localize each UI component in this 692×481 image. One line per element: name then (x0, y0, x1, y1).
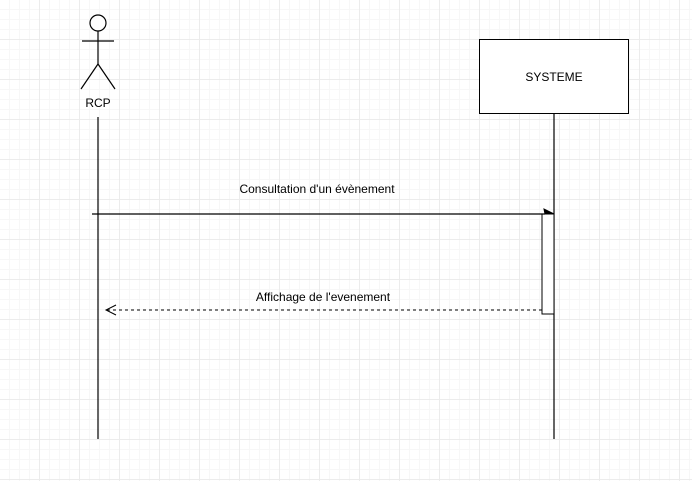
message-2-label: Affichage de l'evenement (255, 290, 391, 304)
message-2-arrowhead (104, 304, 117, 316)
actor-head (89, 14, 107, 32)
actor-left-leg (80, 63, 99, 90)
message-1-arrowhead (543, 208, 555, 215)
message-1-label: Consultation d'un évènement (239, 182, 395, 196)
actor-icon[interactable] (80, 14, 116, 90)
actor-right-leg (97, 63, 116, 90)
system-label: SYSTEME (525, 69, 583, 84)
actor-label: RCP (85, 96, 111, 110)
activation-bar[interactable] (541, 213, 555, 315)
system-box[interactable]: SYSTEME (479, 39, 629, 114)
